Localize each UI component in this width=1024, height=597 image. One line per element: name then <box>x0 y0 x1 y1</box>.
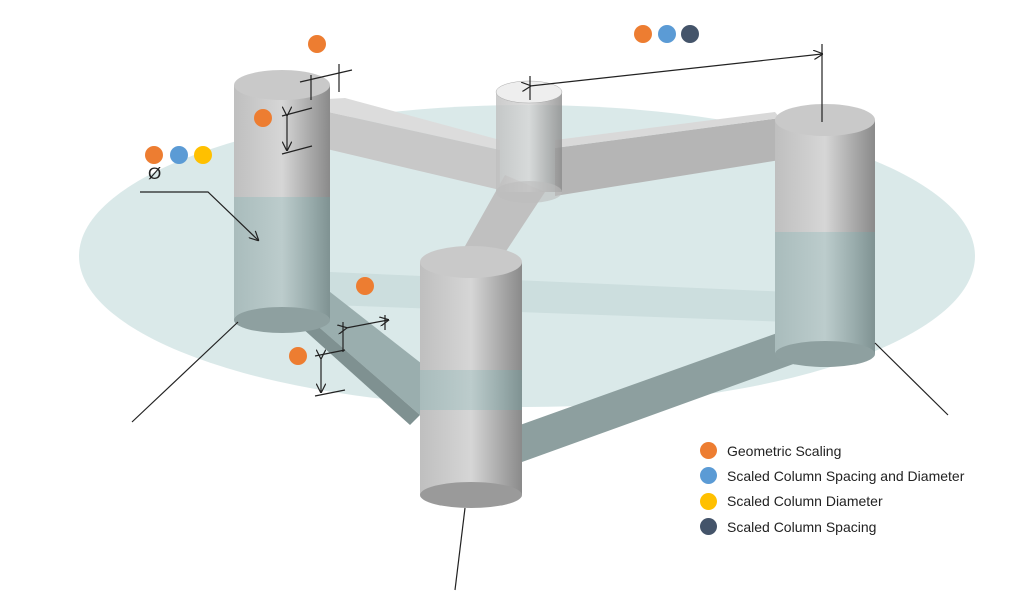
center-column-top <box>495 80 563 104</box>
dimension-tick <box>314 389 346 397</box>
geometric-scaling-dot <box>308 35 326 53</box>
dimension-tick <box>281 145 313 155</box>
spacing-diameter-dot <box>658 25 676 43</box>
pontoon-width-dimension <box>346 320 388 328</box>
spacing-dot <box>681 25 699 43</box>
left-column-top <box>234 70 330 100</box>
geometric-scaling-dot <box>289 347 307 365</box>
diameter-dot <box>194 146 212 164</box>
legend-dot <box>700 492 717 510</box>
front-column-lower <box>420 410 522 495</box>
brace-left-center <box>310 98 500 150</box>
legend-label: Scaled Column Spacing <box>727 518 877 535</box>
geometric-scaling-dot <box>634 25 652 43</box>
mooring-line-right <box>874 342 949 416</box>
right-column-bottom <box>775 341 875 367</box>
legend-label: Scaled Column Spacing and Diameter <box>727 467 965 484</box>
legend-item: Geometric Scaling <box>700 438 964 463</box>
pontoon-front-right <box>520 322 810 462</box>
center-column-bottom <box>496 181 562 203</box>
geometric-scaling-dot <box>254 109 272 127</box>
left-column-upper <box>234 85 330 197</box>
front-column-top <box>420 246 522 278</box>
legend-item: Scaled Column Spacing and Diameter <box>700 463 964 488</box>
diameter-symbol: Ø <box>148 164 162 183</box>
legend-label: Geometric Scaling <box>727 442 842 459</box>
spacing-dimension <box>530 54 822 86</box>
left-column-bottom <box>234 307 330 333</box>
mooring-line-left <box>131 321 239 423</box>
geometric-scaling-dot <box>356 277 374 295</box>
right-column-top <box>775 104 875 136</box>
legend-item: Scaled Column Diameter <box>700 489 964 514</box>
legend-dot <box>700 442 717 460</box>
dimension-tick <box>281 107 313 117</box>
legend: Geometric Scaling Scaled Column Spacing … <box>700 438 964 539</box>
dimension-tick <box>314 349 346 357</box>
diameter-pointer <box>140 191 258 240</box>
front-column-bottom <box>420 482 522 508</box>
legend-dot <box>700 518 717 536</box>
right-column-lower <box>775 232 875 354</box>
left-column-lower <box>234 197 330 320</box>
brace-left-center-side <box>310 108 500 190</box>
front-column-waterline <box>420 370 522 410</box>
brace-center-right <box>555 118 780 196</box>
right-column-upper <box>775 120 875 232</box>
legend-dot <box>700 467 717 485</box>
center-column <box>496 92 562 192</box>
brace-width-dimension <box>299 69 353 83</box>
legend-item: Scaled Column Spacing <box>700 514 964 539</box>
front-column-upper <box>420 262 522 370</box>
mooring-line-front <box>454 507 466 591</box>
geometric-scaling-dot <box>145 146 163 164</box>
legend-label: Scaled Column Diameter <box>727 493 883 510</box>
spacing-diameter-dot <box>170 146 188 164</box>
brace-center-right-top <box>555 112 780 148</box>
